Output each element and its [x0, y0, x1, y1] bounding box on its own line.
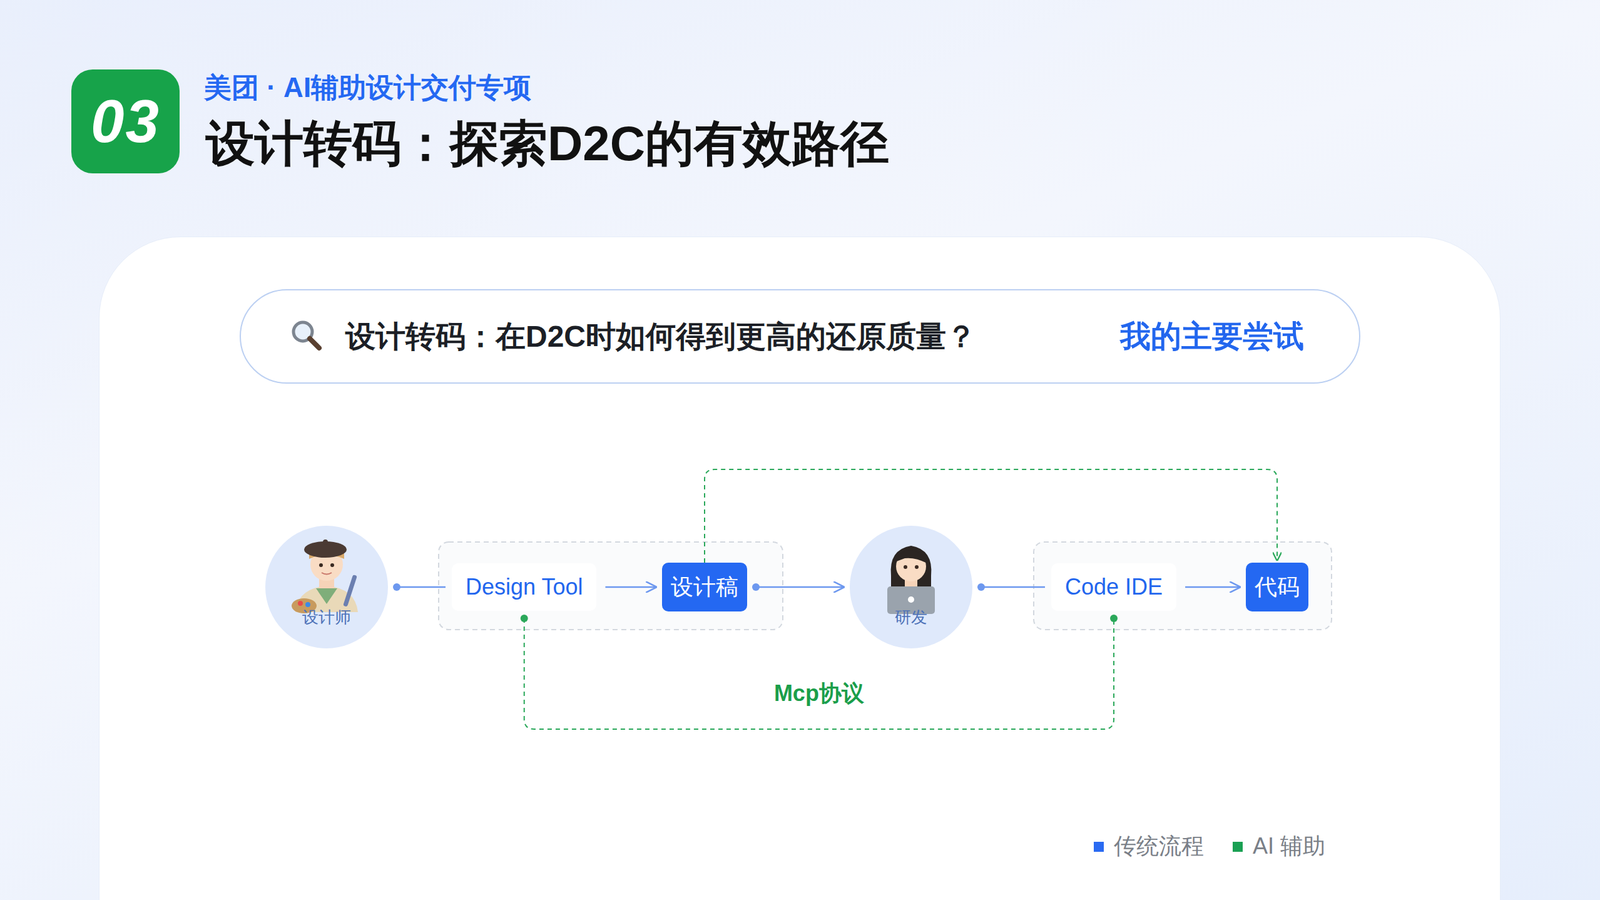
section-badge-text: 03	[90, 86, 161, 156]
tool-box-text: Design Tool	[465, 573, 583, 601]
legend-item: 传统流程	[1093, 830, 1204, 862]
question-pill: 设计转码：在D2C时如何得到更高的还原质量？ 我的主要尝试	[239, 289, 1361, 384]
page-title: 设计转码：探索D2C的有效路径	[205, 111, 890, 178]
legend: 传统流程 AI 辅助	[1093, 830, 1355, 862]
designer-figure	[291, 539, 358, 614]
connector-dot	[977, 583, 985, 591]
edge-label: Mcp协议	[770, 678, 868, 709]
flow-arrow	[396, 586, 446, 589]
ai-link	[524, 618, 1114, 729]
connector-dot	[392, 583, 401, 591]
artifact-box-text: 设计稿	[670, 571, 739, 603]
tool-box: Code IDE	[1051, 563, 1177, 611]
role-circle-text: 研发	[894, 606, 928, 629]
section-badge: 03	[71, 69, 180, 174]
legend-swatch	[1232, 841, 1243, 852]
flow-arrow	[1185, 586, 1240, 589]
flow-arrow	[755, 586, 844, 589]
subtitle: 美团 · AI辅助设计交付专项	[203, 69, 532, 107]
artifact-box-text: 代码	[1254, 571, 1300, 603]
avatar-circle	[849, 525, 973, 649]
tool-box-text: Code IDE	[1064, 573, 1163, 601]
role-circle: 设计师	[265, 525, 388, 649]
tool-box: Design Tool	[451, 563, 597, 611]
group-frame	[1033, 541, 1332, 630]
legend-item: AI 辅助	[1232, 830, 1326, 862]
legend-text: 传统流程	[1113, 830, 1204, 862]
search-icon	[293, 322, 320, 348]
legend-text: AI 辅助	[1252, 830, 1326, 862]
legend-swatch	[1093, 841, 1104, 852]
question-pill-text: 设计转码：在D2C时如何得到更高的还原质量？	[345, 316, 977, 357]
connector-dot	[1110, 614, 1118, 622]
ai-link	[704, 469, 1278, 563]
flow-arrow	[605, 586, 656, 589]
role-circle: 研发	[849, 525, 973, 649]
connector-dot	[752, 583, 760, 591]
question-pill-text: 我的主要尝试	[1120, 315, 1305, 358]
developer-figure	[887, 545, 935, 614]
group-frame	[438, 541, 783, 630]
artifact-box: 代码	[1245, 562, 1309, 612]
role-circle-text: 设计师	[302, 606, 352, 629]
connector-dot	[520, 614, 529, 622]
artifact-box: 设计稿	[662, 562, 748, 612]
avatar-circle	[265, 525, 388, 649]
flow-arrow	[981, 586, 1045, 589]
